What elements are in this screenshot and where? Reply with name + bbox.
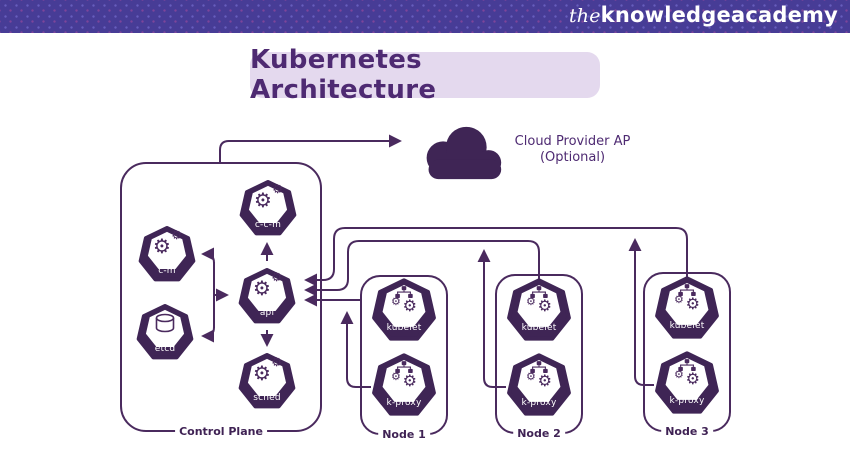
control-plane-label: Control Plane <box>175 425 267 438</box>
connector-controlplane-to-cloud <box>219 134 402 162</box>
badge-node3-kproxy: ⚙⚙ k-proxy <box>651 349 723 419</box>
connector-node3-kproxy-up <box>628 238 654 386</box>
badge-label: c-m <box>158 265 176 276</box>
node-process-icon: ⚙⚙ <box>368 359 440 393</box>
cloud-provider-label: Cloud Provider AP (Optional) <box>505 134 640 166</box>
cloud-provider-icon <box>415 120 507 190</box>
badge-label: c-c-m <box>254 219 282 230</box>
connector-bus-to-cm <box>201 247 215 264</box>
badge-etcd: etcd <box>133 302 197 364</box>
connector-node2-kubelet-to-api <box>304 240 540 297</box>
badge-label: k-proxy <box>521 398 557 409</box>
top-brand-bar: theknowledgeacademy <box>0 0 850 33</box>
badge-api: ⚙⚙ api <box>235 266 299 328</box>
badge-label: sched <box>253 392 281 403</box>
badge-node3-kubelet: ⚙⚙ kubelet <box>651 274 723 344</box>
cloud-provider-label-line1: Cloud Provider AP <box>514 134 631 149</box>
badge-label: api <box>259 307 275 318</box>
badge-node1-kubelet: ⚙⚙ kubelet <box>368 276 440 346</box>
connector-node3-kubelet-to-api <box>304 227 688 287</box>
badge-node2-kubelet: ⚙⚙ kubelet <box>503 276 575 346</box>
badge-label: k-proxy <box>669 396 705 407</box>
node-process-icon: ⚙⚙ <box>503 284 575 318</box>
diagram-title-pill: Kubernetes Architecture <box>250 45 600 105</box>
node-process-icon: ⚙⚙ <box>503 359 575 393</box>
node-process-icon: ⚙⚙ <box>651 357 723 391</box>
badge-label: k-proxy <box>386 398 422 409</box>
badge-sched: ⚙⚙ sched <box>235 351 299 413</box>
node2-label: Node 2 <box>513 427 565 440</box>
gears-icon: ⚙⚙ <box>253 355 282 386</box>
badge-label: etcd <box>154 343 176 354</box>
cloud-provider-label-line2: (Optional) <box>539 150 606 165</box>
badge-node1-kproxy: ⚙⚙ k-proxy <box>368 351 440 421</box>
gears-icon: ⚙⚙ <box>153 228 182 259</box>
badge-label: kubelet <box>386 323 422 334</box>
badge-node2-kproxy: ⚙⚙ k-proxy <box>503 351 575 421</box>
connector-bus-to-etcd <box>201 326 215 343</box>
brand-logo-rest: knowledgeacademy <box>600 3 838 27</box>
brand-logo: theknowledgeacademy <box>569 3 838 27</box>
badge-c-m: ⚙⚙ c-m <box>135 224 199 286</box>
gears-icon: ⚙⚙ <box>254 182 283 213</box>
node1-label: Node 1 <box>378 428 430 441</box>
node-process-icon: ⚙⚙ <box>368 284 440 318</box>
database-icon <box>133 309 197 339</box>
brand-logo-prefix: the <box>568 5 601 27</box>
gears-icon: ⚙⚙ <box>253 270 282 301</box>
node3-label: Node 3 <box>661 425 713 438</box>
connector-node2-kproxy-up <box>477 249 506 388</box>
badge-label: kubelet <box>669 321 705 332</box>
connector-node1-kproxy-up <box>340 311 371 388</box>
diagram-title: Kubernetes Architecture <box>250 45 437 105</box>
node-process-icon: ⚙⚙ <box>651 282 723 316</box>
badge-c-c-m: ⚙⚙ c-c-m <box>236 178 300 240</box>
badge-label: kubelet <box>521 323 557 334</box>
